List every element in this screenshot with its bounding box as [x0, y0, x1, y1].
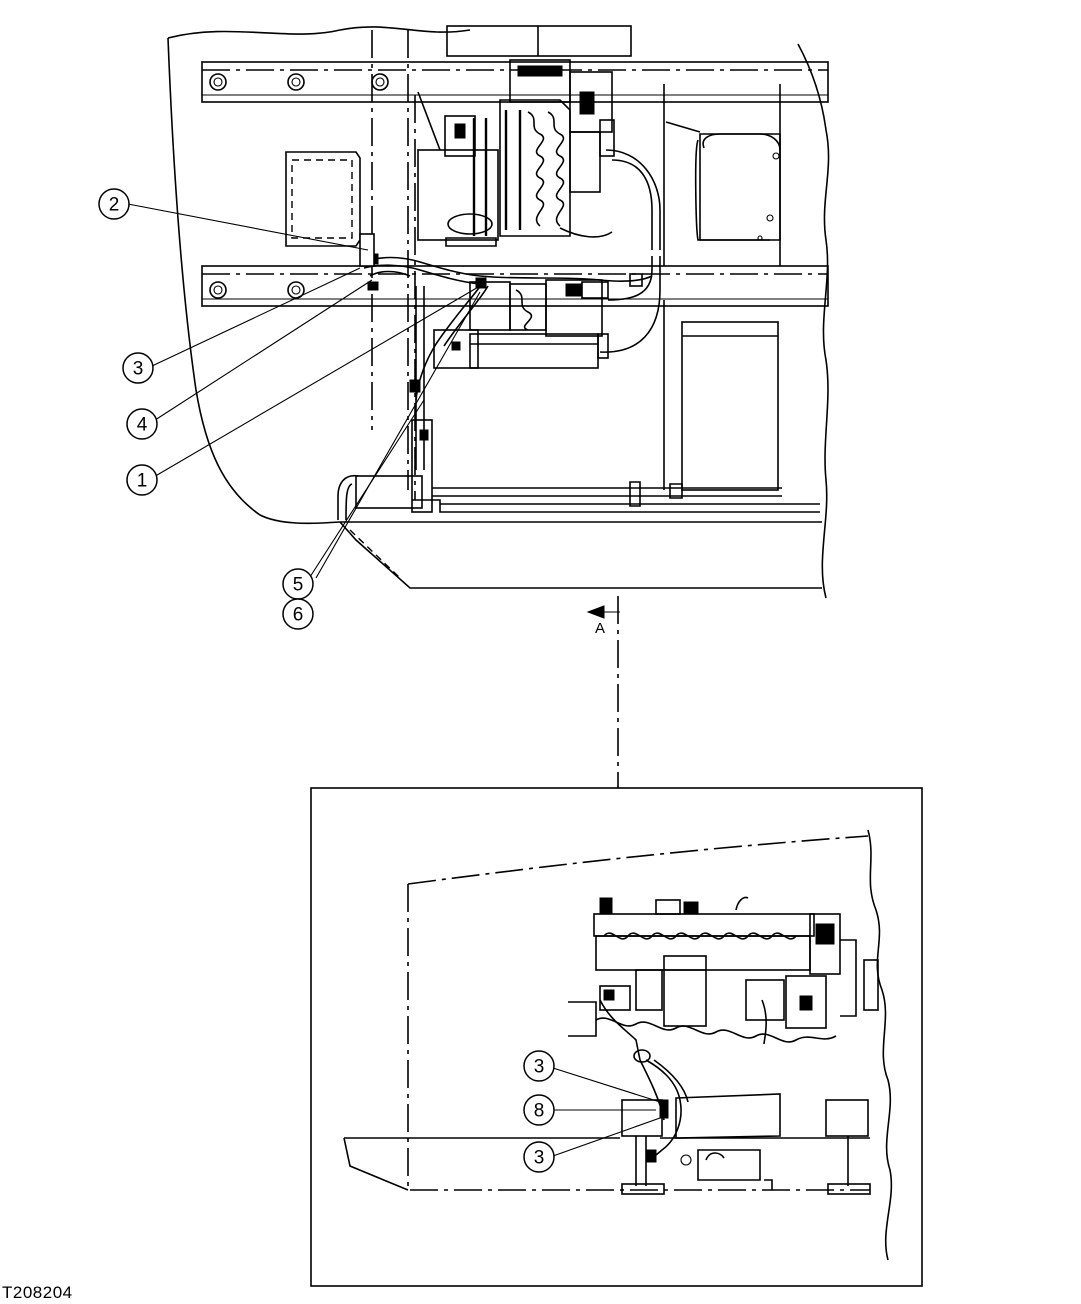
controller-box: [285, 151, 361, 247]
callout-4: 4: [126, 408, 158, 440]
callout-1: 1: [126, 464, 158, 496]
leader-lines: [127, 203, 481, 581]
right-panel: [663, 84, 781, 266]
radiator-fan: [446, 25, 632, 57]
callout-3-label: 3: [133, 359, 144, 380]
callout-3: 3: [122, 352, 154, 384]
callout-5-label: 5: [293, 575, 304, 596]
lower-rail: [201, 265, 829, 307]
detail-frame: [310, 787, 923, 1287]
main-view: A: [127, 25, 830, 637]
engine-lower: [433, 256, 661, 369]
lower-lines: [337, 286, 820, 521]
callout-6: 6: [282, 598, 314, 630]
detail-callout-8-label: 8: [534, 1101, 545, 1122]
wire-harness: [359, 233, 653, 401]
callout-6-label: 6: [293, 605, 304, 626]
detail-callout-3-upper-label: 3: [534, 1057, 545, 1078]
detail-leader-lines: [552, 1067, 661, 1157]
view-marker-label: A: [595, 620, 605, 637]
detail-harness: [599, 999, 767, 1163]
detail-callout-3-upper: 3: [523, 1050, 555, 1082]
callout-2-label: 2: [109, 195, 120, 216]
frame-skirt-dash: [349, 529, 401, 579]
detail-callout-8: 8: [523, 1094, 555, 1126]
frame-lower-skirt: [339, 521, 822, 589]
detail-boxes: [621, 1093, 871, 1195]
view-arrow-a: A: [586, 605, 620, 637]
detail-callout-3-lower-label: 3: [534, 1148, 545, 1169]
detail-view-a: [310, 787, 923, 1287]
frame-right-break: [797, 43, 830, 599]
frame-outline: [167, 26, 822, 525]
callout-4-label: 4: [137, 415, 148, 436]
upper-rail: [201, 61, 829, 103]
callout-2: 2: [98, 188, 130, 220]
detail-callout-3-lower: 3: [523, 1141, 555, 1173]
engine-top-view: [417, 59, 661, 250]
callout-1-label: 1: [137, 471, 148, 492]
engine-side-view: [568, 896, 879, 1043]
callout-5: 5: [282, 568, 314, 600]
tank: [663, 300, 779, 491]
figure-id-label: T208204: [2, 1283, 73, 1302]
